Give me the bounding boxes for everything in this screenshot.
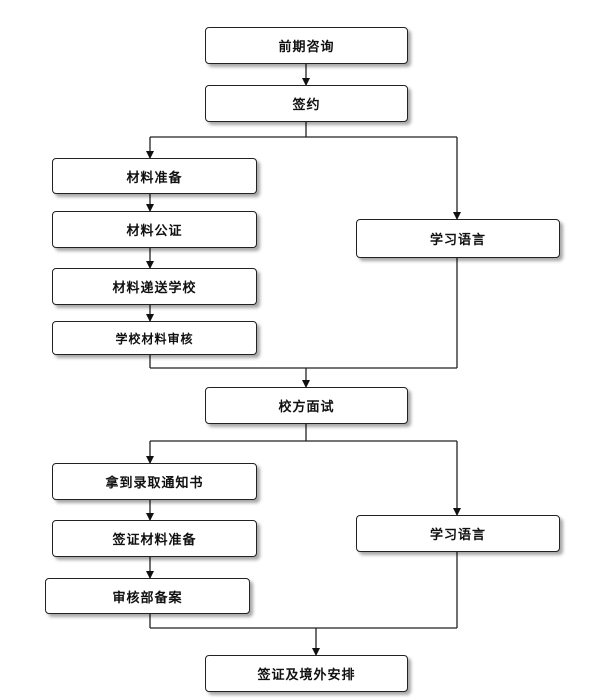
node-review: 学校材料审核	[52, 321, 257, 355]
node-send: 材料递送学校	[52, 268, 257, 305]
node-final: 签证及境外安排	[205, 655, 408, 692]
node-consult: 前期咨询	[205, 27, 408, 64]
node-visa-prep: 签证材料准备	[52, 520, 257, 557]
node-offer: 拿到录取通知书	[52, 463, 257, 500]
node-interview: 校方面试	[205, 387, 408, 424]
node-filing: 审核部备案	[45, 578, 250, 614]
node-sign: 签约	[205, 85, 408, 122]
node-lang1: 学习语言	[356, 219, 560, 258]
node-lang2: 学习语言	[356, 515, 560, 552]
node-notarize: 材料公证	[52, 211, 257, 248]
node-prep: 材料准备	[52, 158, 257, 194]
